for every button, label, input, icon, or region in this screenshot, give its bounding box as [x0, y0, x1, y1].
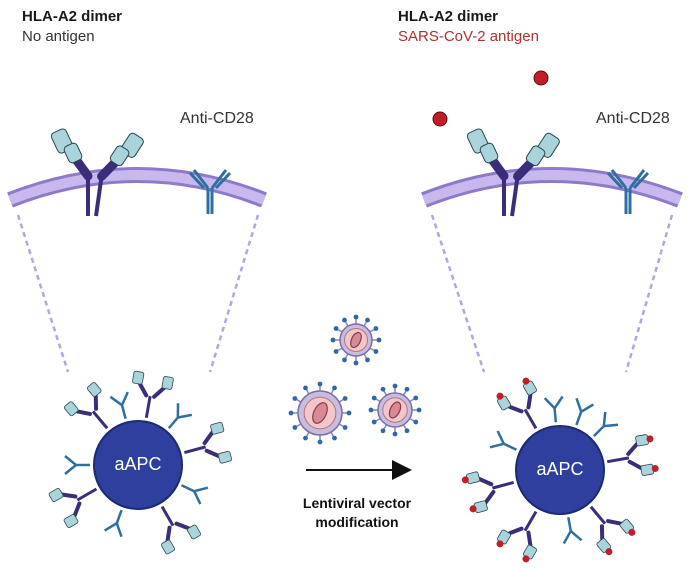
right-cell-label: aAPC — [536, 459, 584, 479]
right-zoom-lines — [430, 214, 674, 373]
right-aapc-bead-icon — [461, 377, 659, 563]
lentivirus-icon — [288, 314, 422, 445]
right-hla-a2-dimer-icon — [432, 70, 562, 221]
left-panel-subtitle: No antigen — [22, 28, 95, 45]
left-aapc-bead-icon — [46, 368, 235, 557]
right-panel-subtitle: SARS-CoV-2 antigen — [398, 28, 539, 45]
process-caption: Lentiviral vector modification — [282, 494, 432, 532]
antigen-peptide-icon — [533, 70, 549, 86]
right-receptor-label: Anti-CD28 — [596, 110, 670, 127]
left-cell-label: aAPC — [114, 454, 162, 474]
antigen-peptide-icon — [432, 111, 448, 127]
left-receptor-label: Anti-CD28 — [180, 110, 254, 127]
right-membrane — [421, 167, 683, 208]
lentivirus-particle — [288, 381, 352, 445]
left-membrane — [7, 167, 267, 208]
process-caption-line2: modification — [315, 514, 399, 530]
process-caption-line1: Lentiviral vector — [302, 495, 412, 511]
right-panel-title: HLA-A2 dimer — [398, 8, 499, 25]
left-zoom-lines — [16, 214, 260, 373]
left-panel-title: HLA-A2 dimer — [22, 8, 123, 25]
lentivirus-particle — [330, 314, 382, 366]
lentivirus-particle — [368, 383, 422, 437]
